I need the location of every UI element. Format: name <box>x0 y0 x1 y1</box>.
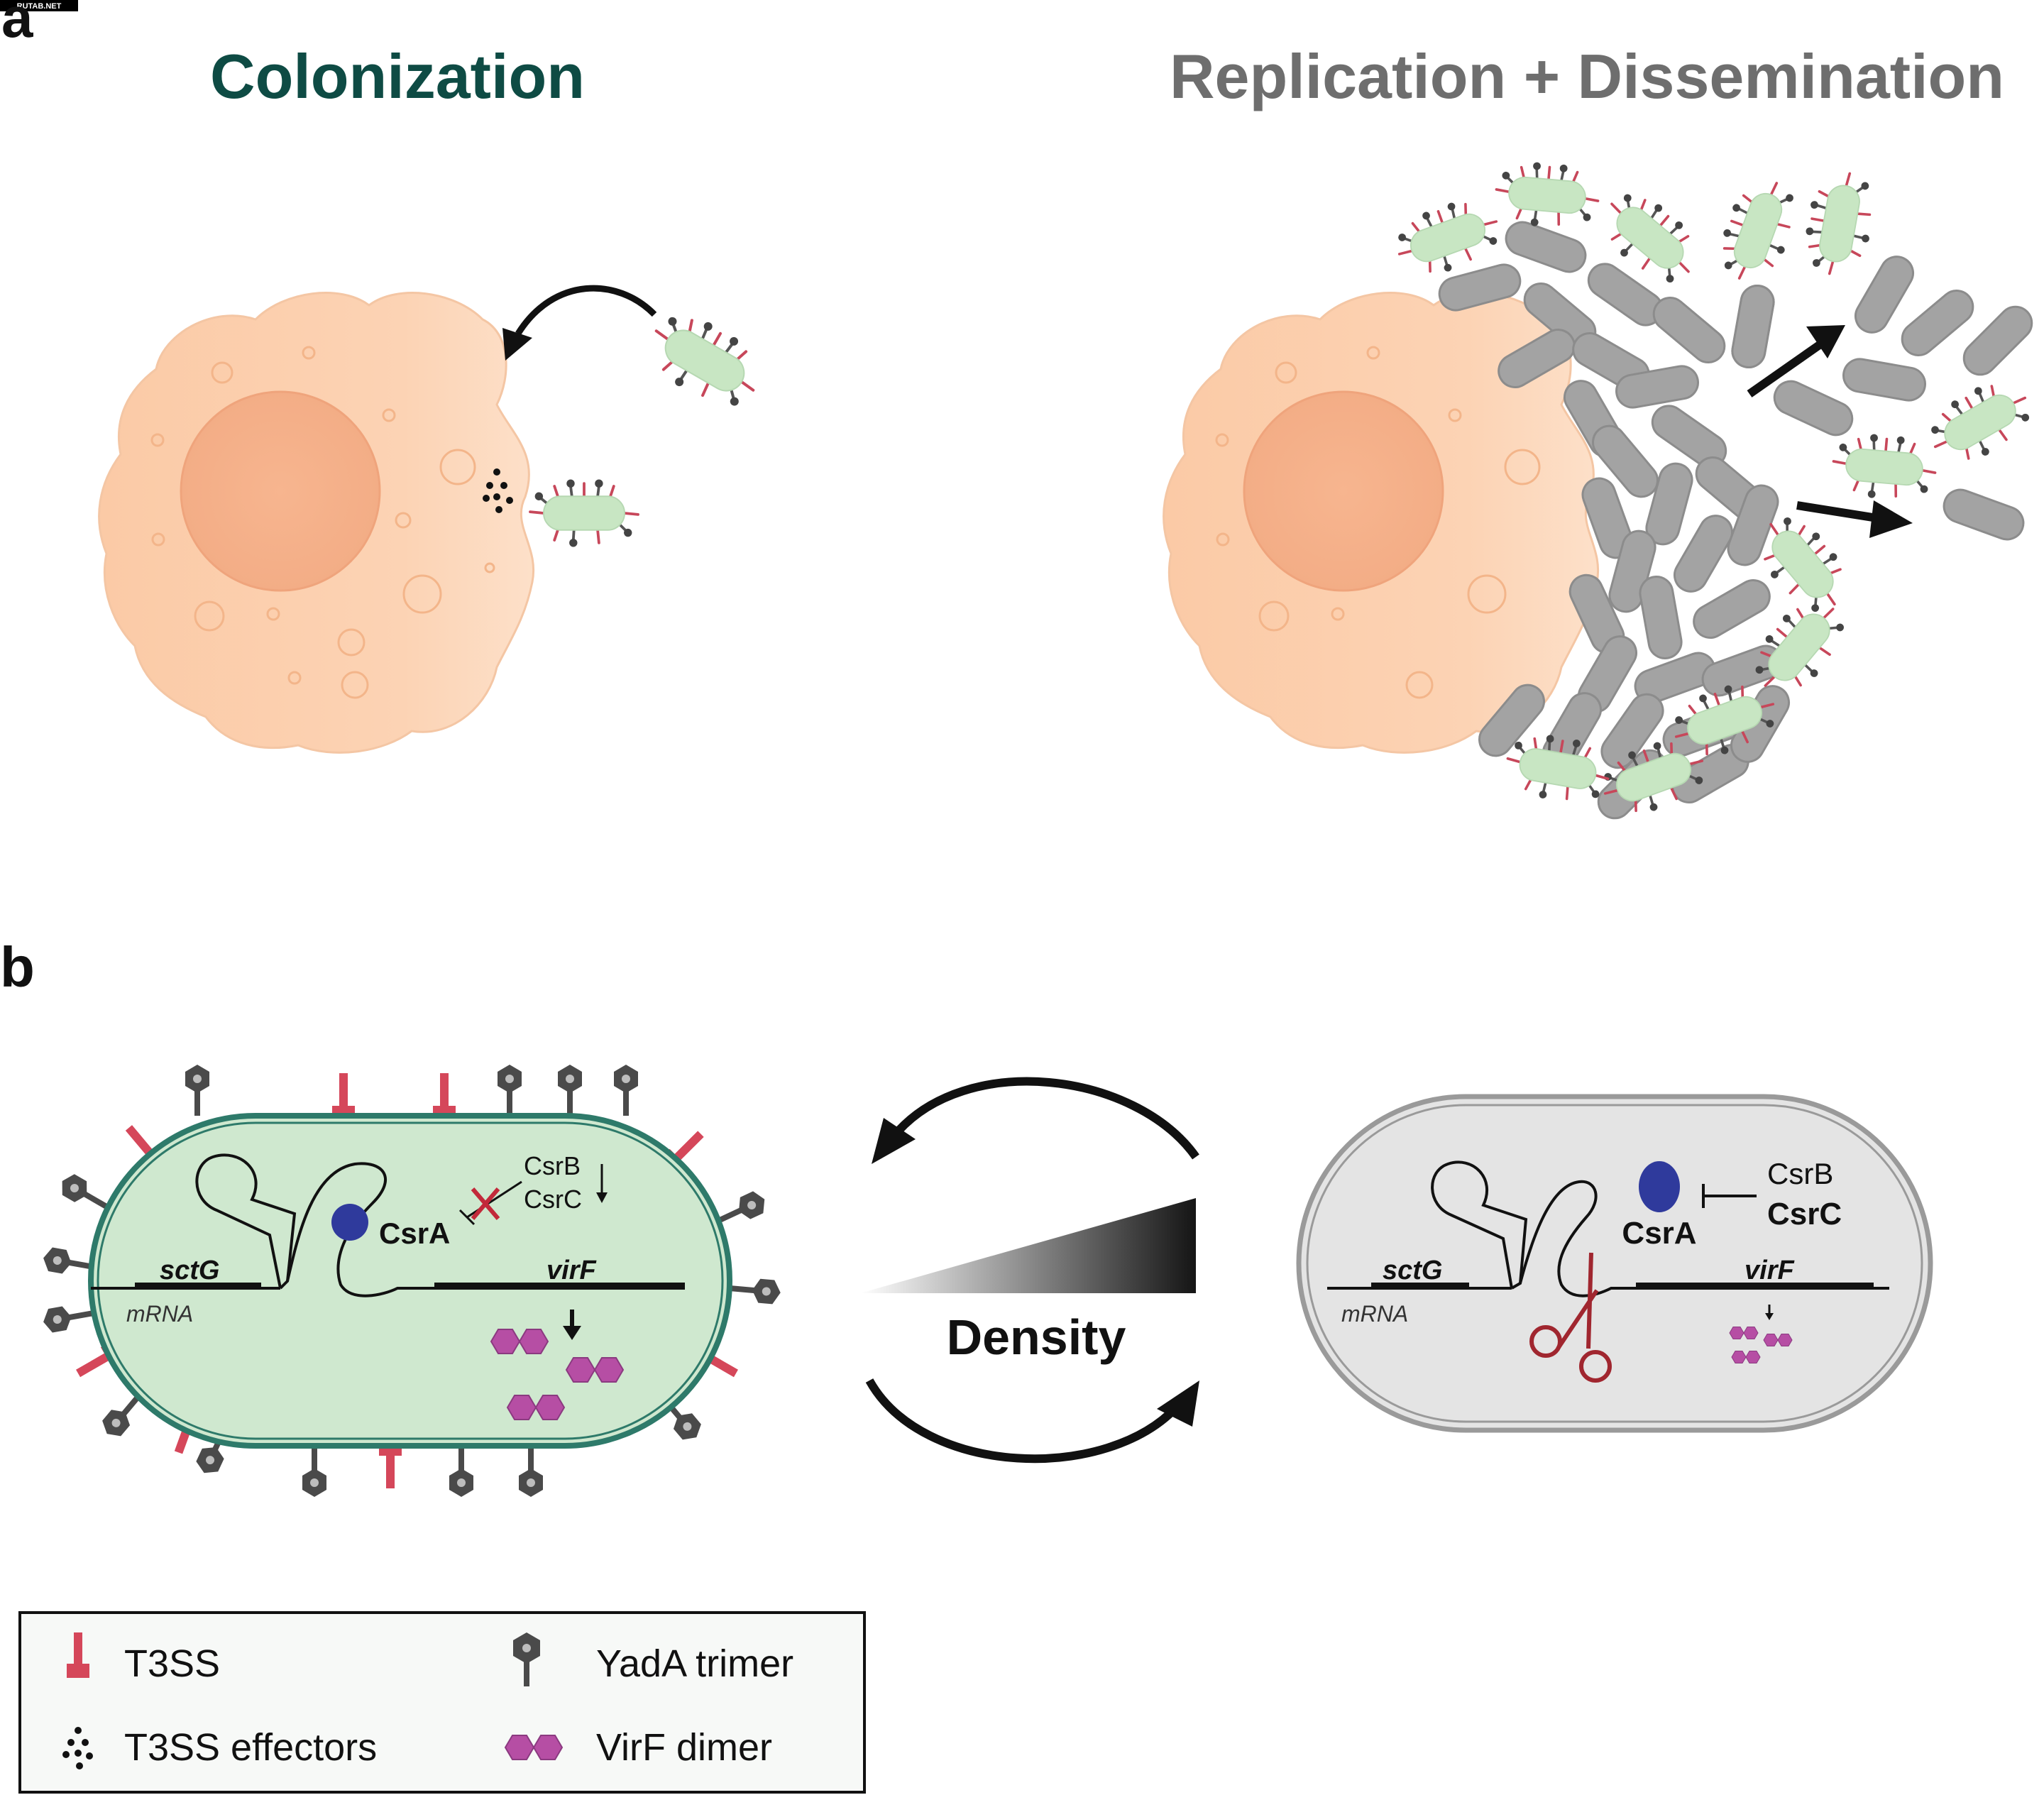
right-bacterial-cell <box>1296 1094 1933 1433</box>
density-gradient-wedge <box>860 1198 1196 1293</box>
legend-label-t3ss-effectors: T3SS effectors <box>124 1726 377 1769</box>
scissors-icon <box>1529 1252 1612 1383</box>
colonization-arrow <box>515 285 657 336</box>
dissemination-arrowhead-2 <box>1869 500 1913 538</box>
right-mrna-label: mRNA <box>1341 1301 1408 1327</box>
legend-label-t3ss: T3SS <box>124 1642 220 1685</box>
left-blocked-x-icon <box>471 1187 500 1220</box>
yada-trimer-icon <box>513 1632 540 1686</box>
left-down-arrow-srna <box>596 1164 608 1203</box>
left-csrb-label: CsrB <box>524 1151 581 1180</box>
host-cell-right <box>1163 292 1599 754</box>
density-cycle-arrow-top <box>891 1077 1199 1160</box>
t3ss-effectors-secreted <box>483 468 513 513</box>
watermark-badge <box>0 0 78 11</box>
host-nucleus-left <box>180 390 381 592</box>
bacterium-attached <box>529 478 639 549</box>
dissemination-arrow-1 <box>1747 341 1823 397</box>
left-inhibition-line <box>466 1180 522 1219</box>
colonization-arrowhead <box>502 328 532 361</box>
t3ss-effectors-icon <box>62 1727 93 1769</box>
right-csrb-label: CsrB <box>1767 1157 1833 1190</box>
right-csra-protein <box>1639 1161 1680 1212</box>
density-cycle-arrow-bottom <box>865 1378 1182 1464</box>
legend-label-yada: YadA trimer <box>596 1642 793 1685</box>
left-cell-inner-membrane <box>97 1121 724 1440</box>
right-gene-sctg: sctG <box>1383 1256 1442 1285</box>
left-csra-label: CsrA <box>379 1217 450 1250</box>
legend-box <box>18 1611 866 1794</box>
left-inhibition-bar <box>458 1209 476 1226</box>
right-down-arrow-virf <box>1765 1305 1774 1320</box>
right-cell-inner-membrane <box>1306 1104 1923 1423</box>
panel-a-letter: a <box>1 0 33 49</box>
right-csra-label: CsrA <box>1622 1216 1696 1251</box>
left-csra-protein <box>331 1204 368 1241</box>
left-mrna-label: mRNA <box>126 1301 193 1327</box>
left-mrna <box>91 1153 685 1297</box>
panel-b-letter: b <box>0 935 35 999</box>
bacterium-approaching <box>636 300 774 422</box>
host-cell-left <box>98 292 534 754</box>
panel-a-title-right: Replication + Dissemination <box>1170 41 2004 111</box>
right-gene-virf: virF <box>1744 1256 1795 1285</box>
panel-a-title-left: Colonization <box>210 41 585 111</box>
watermark-text: RUTAB.NET <box>17 2 62 11</box>
dissemination-arrow-2 <box>1796 501 1878 522</box>
dissemination-arrowhead-1 <box>1806 325 1845 358</box>
left-gene-sctg: sctG <box>160 1256 219 1285</box>
right-csrc-label: CsrC <box>1767 1197 1842 1231</box>
host-nucleus-right <box>1243 390 1444 592</box>
left-down-arrow-virf <box>563 1310 581 1340</box>
density-cycle-arrowhead-top <box>872 1118 916 1164</box>
density-label: Density <box>947 1310 1126 1365</box>
right-mrna <box>1327 1160 1889 1297</box>
legend-label-virf: VirF dimer <box>596 1726 772 1769</box>
left-gene-virf: virF <box>546 1256 597 1285</box>
t3ss-icon <box>67 1632 89 1678</box>
density-cycle-arrowhead-bottom <box>1157 1380 1199 1427</box>
left-csrc-label: CsrC <box>524 1185 582 1214</box>
